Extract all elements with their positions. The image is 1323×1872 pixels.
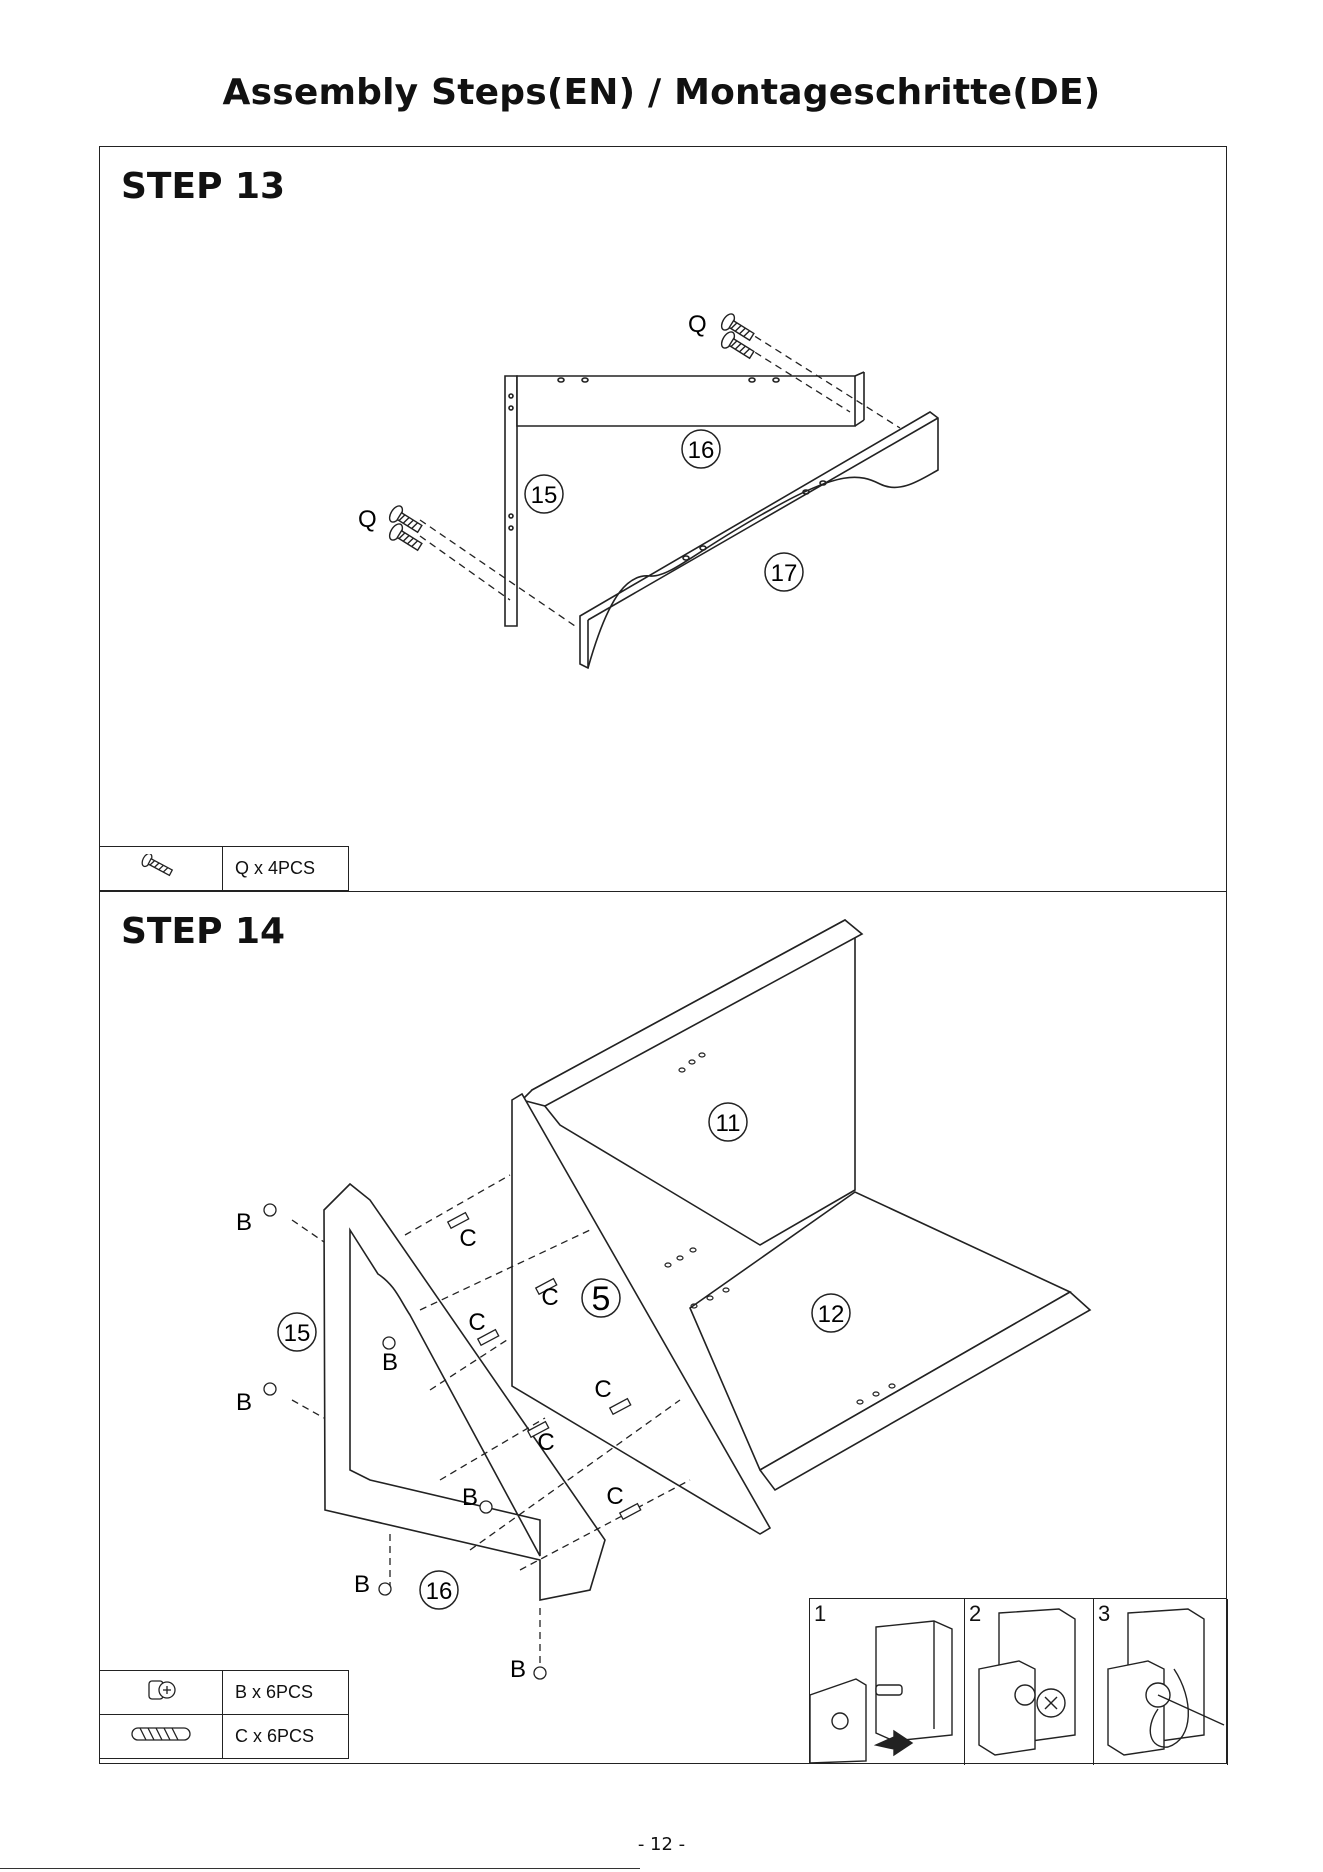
label-b-1: B <box>236 1209 252 1236</box>
inset-panel-1: 1 <box>810 1599 965 1765</box>
label-b-6: B <box>510 1656 526 1683</box>
inset-number-2: 2 <box>969 1601 981 1627</box>
inset-panel-2: 2 <box>965 1599 1094 1765</box>
label-b-4: B <box>462 1484 478 1511</box>
label-b-2: B <box>236 1389 252 1416</box>
label-c-5: C <box>537 1429 554 1456</box>
page-number: - 12 - <box>0 1834 1323 1855</box>
parts-row: C x 6PCS <box>100 1715 349 1759</box>
dowel-quantity: C x 6PCS <box>223 1715 349 1759</box>
label-c-3: C <box>468 1309 485 1336</box>
inset-number-3: 3 <box>1098 1601 1110 1627</box>
label-b-5: B <box>354 1571 370 1598</box>
inset-number-1: 1 <box>814 1601 826 1627</box>
label-part-5: 5 <box>592 1280 611 1318</box>
label-c-6: C <box>606 1483 623 1510</box>
label-part-12: 12 <box>818 1301 845 1328</box>
label-part-16: 16 <box>426 1578 453 1605</box>
label-part-15: 15 <box>284 1320 311 1347</box>
inset-1-illustration <box>810 1599 963 1763</box>
cam-lock-detail-insets: 1 2 3 <box>809 1598 1227 1764</box>
dowel-icon <box>100 1715 223 1759</box>
cam-lock-quantity: B x 6PCS <box>223 1671 349 1715</box>
inset-3-illustration <box>1094 1599 1226 1763</box>
bottom-rule <box>0 1868 640 1869</box>
inset-2-illustration <box>965 1599 1092 1763</box>
label-part-11: 11 <box>716 1110 741 1137</box>
parts-row: B x 6PCS <box>100 1671 349 1715</box>
label-c-2: C <box>541 1284 558 1311</box>
label-c-1: C <box>459 1225 476 1252</box>
inset-panel-3: 3 <box>1094 1599 1228 1765</box>
step-14-parts-table: B x 6PCS C x 6PCS <box>99 1670 349 1759</box>
cam-lock-icon <box>100 1671 223 1715</box>
label-c-4: C <box>594 1376 611 1403</box>
label-b-3: B <box>382 1349 398 1376</box>
